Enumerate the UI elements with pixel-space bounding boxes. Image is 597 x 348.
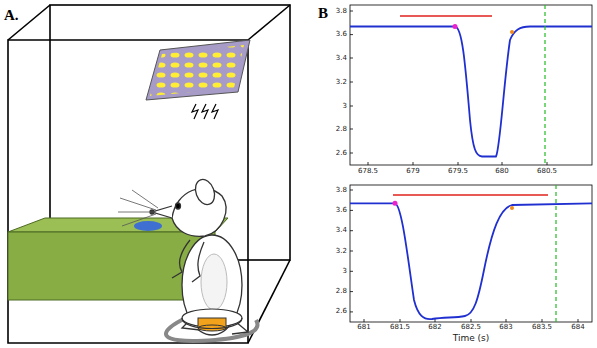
- tick-label: 3.2: [336, 79, 347, 86]
- plot-bottom: [350, 185, 592, 322]
- tick-label: 682.5: [461, 324, 481, 331]
- tick-label: 3.6: [336, 207, 347, 214]
- chamber-box: [8, 5, 290, 343]
- tick-label: 684: [571, 324, 584, 331]
- tick-label: 2.8: [336, 288, 347, 295]
- tick-label: 3.4: [336, 55, 347, 62]
- food-dish: [182, 309, 242, 331]
- rat: [118, 177, 257, 341]
- tick-label: 3.6: [336, 31, 347, 38]
- tick-label: 680.5: [537, 168, 557, 175]
- tick-label: 2.8: [336, 126, 347, 133]
- tick-label: 680: [495, 168, 508, 175]
- panel-letter: B: [318, 6, 328, 21]
- tick-label: 679.5: [448, 168, 468, 175]
- tick-label: 683: [499, 324, 512, 331]
- tick-label: 3.8: [336, 187, 347, 194]
- tick-label: 681.5: [390, 324, 410, 331]
- tick-label: 3.2: [336, 248, 347, 255]
- tick-label: 3: [343, 103, 347, 110]
- tick-label: 683.5: [532, 324, 552, 331]
- tick-label: 681: [357, 324, 370, 331]
- tick-label: 3: [343, 268, 347, 275]
- panel-letter: A.: [4, 8, 19, 23]
- tick-label: 2.6: [336, 150, 347, 157]
- tick-label: 678.5: [358, 168, 378, 175]
- light-panel: [146, 40, 250, 119]
- tick-label: 682: [428, 324, 441, 331]
- tick-label: 679: [406, 168, 419, 175]
- axis-title: Time (s): [453, 334, 490, 343]
- tick-label: 3.4: [336, 227, 347, 234]
- plot-top: [350, 5, 592, 165]
- tick-label: 3.8: [336, 8, 347, 15]
- tick-label: 2.6: [336, 308, 347, 315]
